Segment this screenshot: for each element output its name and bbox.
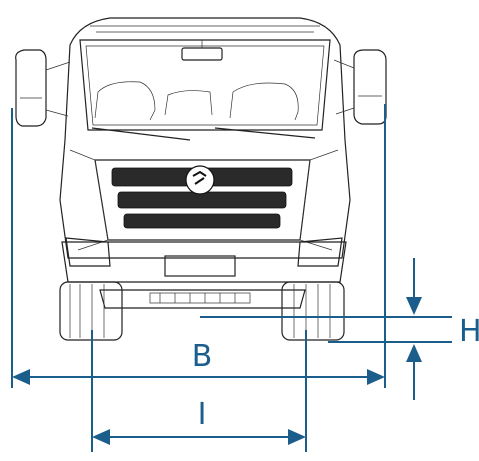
ground-clearance-dimension: H [200,258,479,400]
license-plate [164,255,236,277]
ground-clearance-label: H [459,314,479,349]
right-wheel [281,281,345,341]
left-headlight [65,237,111,267]
interior-mirror [181,47,223,61]
foton-logo-icon [185,165,215,195]
left-mirror [15,49,71,127]
center-seat [164,90,213,116]
overall-width-label: B [192,339,213,374]
passenger-seat [229,82,299,121]
overall-width-dimension: B [11,104,386,388]
track-width-dimension: I [91,330,307,452]
front-axle [99,289,306,309]
wiper-left [91,127,191,141]
wiper-right [214,127,316,139]
driver-seat [94,81,156,121]
windshield-inner [85,45,325,126]
axle-detail [149,292,251,304]
windshield [79,39,331,131]
cab-outline [59,17,351,259]
front-bumper [61,241,347,283]
track-width-label: I [198,397,207,432]
truck-front-view [15,17,387,341]
right-headlight [297,237,343,267]
